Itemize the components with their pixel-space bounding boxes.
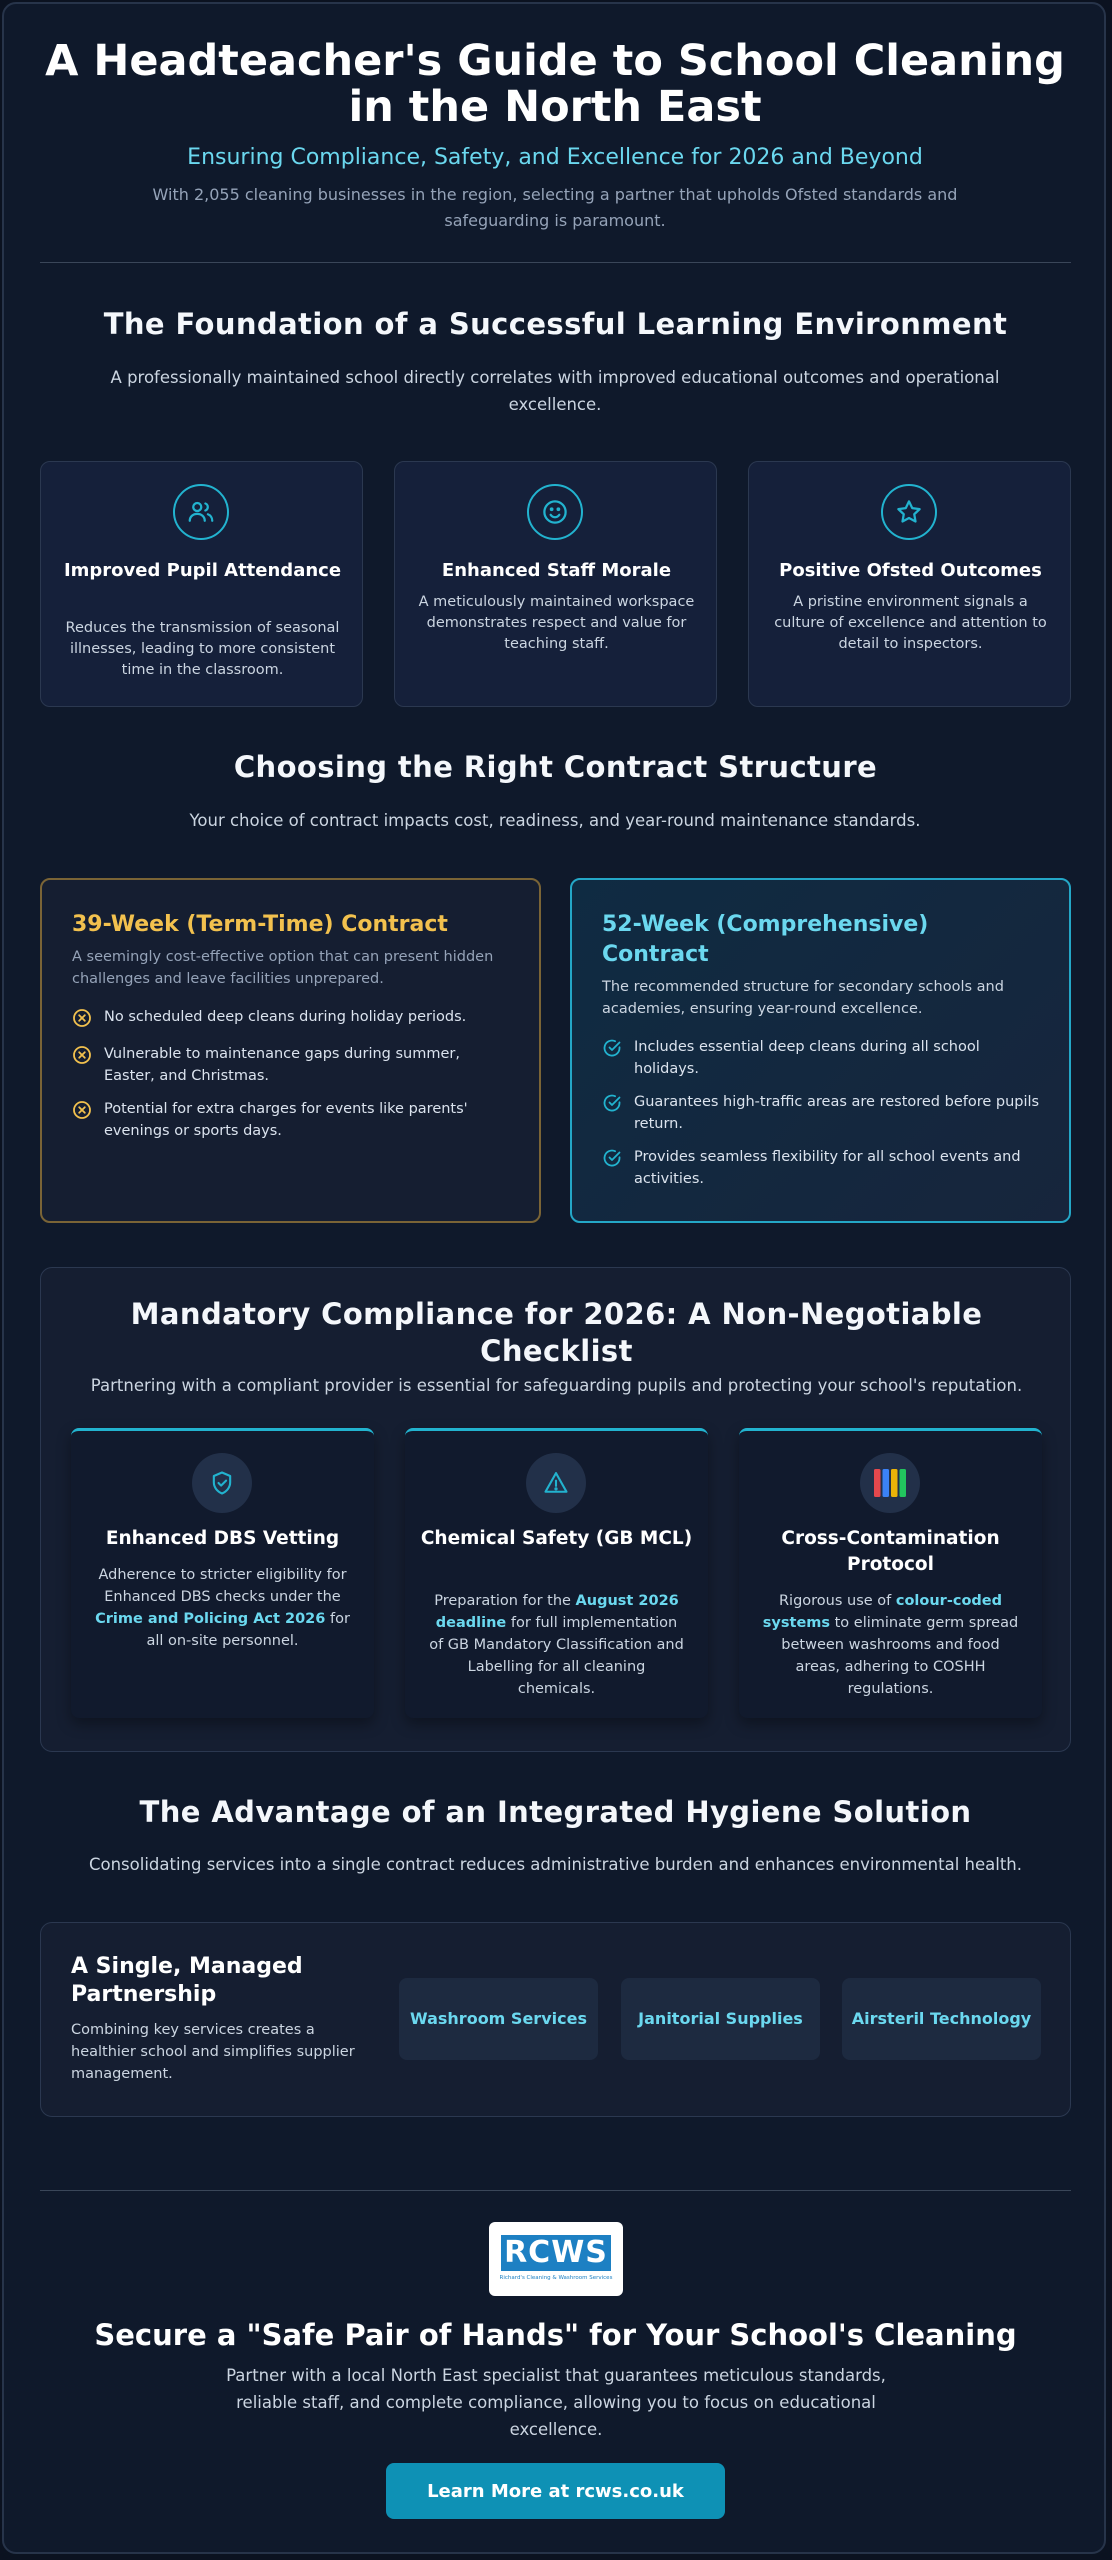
- benefit-title: Positive Ofsted Outcomes: [779, 560, 1042, 581]
- compliance-card-chemical: Chemical Safety (GB MCL) Preparation for…: [405, 1428, 708, 1718]
- benefit-title: Enhanced Staff Morale: [441, 560, 672, 581]
- benefit-title: Improved Pupil Attendance: [63, 560, 342, 581]
- service-janitorial: Janitorial Supplies: [621, 1978, 820, 2060]
- compliance-card-title: Enhanced DBS Vetting: [105, 1528, 340, 1549]
- compliance-card-text: Rigorous use of colour-coded systems to …: [762, 1593, 1019, 1697]
- comprehensive-point: Includes essential deep cleans during al…: [602, 1036, 1042, 1080]
- logo-tagline: Richard's Cleaning & Washroom Services: [499, 2275, 613, 2281]
- users-icon: [173, 484, 229, 540]
- star-icon: [881, 484, 937, 540]
- x-circle-icon: [73, 1101, 91, 1119]
- benefit-text: A pristine environment signals a culture…: [774, 594, 1047, 652]
- comprehensive-point: Provides seamless flexibility for all sc…: [602, 1146, 1042, 1190]
- compliance-card-text: Preparation for the August 2026 deadline…: [429, 1593, 684, 1697]
- comprehensive-point-text: Includes essential deep cleans during al…: [634, 1039, 980, 1077]
- partnership-text: Combining key services creates a healthi…: [71, 2022, 355, 2082]
- compliance-card-text: Adherence to stricter eligibility for En…: [95, 1567, 350, 1649]
- term-time-point-text: No scheduled deep cleans during holiday …: [104, 1009, 467, 1025]
- colour-code-bar: [899, 1469, 906, 1497]
- header-divider: [40, 262, 1071, 263]
- benefit-card-ofsted: Positive Ofsted Outcomes A pristine envi…: [748, 461, 1071, 707]
- comprehensive-point-text: Guarantees high-traffic areas are restor…: [634, 1094, 1040, 1132]
- colour-code-bar: [882, 1469, 889, 1497]
- foundation-text: A professionally maintained school direc…: [110, 368, 1000, 414]
- compliance-card-title: Chemical Safety (GB MCL): [420, 1528, 693, 1549]
- check-circle-icon: [603, 1039, 621, 1057]
- contracts-title: Choosing the Right Contract Structure: [233, 750, 878, 784]
- term-time-point: Vulnerable to maintenance gaps during su…: [72, 1043, 512, 1087]
- benefit-card-attendance: Improved Pupil Attendance Reduces the tr…: [40, 461, 363, 707]
- colour-code-bar: [891, 1469, 898, 1497]
- compliance-card-dbs: Enhanced DBS Vetting Adherence to strict…: [71, 1428, 374, 1718]
- comprehensive-point: Guarantees high-traffic areas are restor…: [602, 1091, 1042, 1135]
- page-intro: With 2,055 cleaning businesses in the re…: [152, 185, 958, 230]
- compliance-panel: Mandatory Compliance for 2026: A Non-Neg…: [40, 1267, 1071, 1752]
- shield-check-icon: [192, 1453, 252, 1513]
- compliance-text: Partnering with a compliant provider is …: [90, 1376, 1023, 1395]
- integrated-title: The Advantage of an Integrated Hygiene S…: [139, 1795, 972, 1829]
- term-time-point: Potential for extra charges for events l…: [72, 1098, 512, 1142]
- warning-triangle-icon: [526, 1453, 586, 1513]
- colour-code-bar: [874, 1469, 881, 1497]
- comprehensive-point-text: Provides seamless flexibility for all sc…: [634, 1149, 1021, 1187]
- check-circle-icon: [603, 1149, 621, 1167]
- colour-code-icon: [860, 1453, 920, 1513]
- partnership-panel: A Single, Managed Partnership Combining …: [40, 1922, 1071, 2117]
- smile-icon: [527, 484, 583, 540]
- comprehensive-desc: The recommended structure for secondary …: [602, 979, 1004, 1017]
- benefit-text: A meticulously maintained workspace demo…: [418, 594, 695, 652]
- compliance-card-contamination: Cross-Contamination Protocol Rigorous us…: [739, 1428, 1042, 1718]
- logo-wordmark: RCWS: [501, 2235, 611, 2271]
- compliance-title: Mandatory Compliance for 2026: A Non-Neg…: [130, 1297, 983, 1368]
- x-circle-icon: [73, 1046, 91, 1064]
- term-time-point: No scheduled deep cleans during holiday …: [72, 1006, 512, 1028]
- footer-title: Secure a "Safe Pair of Hands" for Your S…: [94, 2318, 1017, 2352]
- contracts-text: Your choice of contract impacts cost, re…: [189, 811, 921, 830]
- service-airsteril: Airsteril Technology: [842, 1978, 1041, 2060]
- learn-more-button[interactable]: Learn More at rcws.co.uk: [386, 2463, 725, 2519]
- page-title: A Headteacher's Guide to School Cleaning…: [45, 36, 1065, 132]
- compliance-card-title: Cross-Contamination Protocol: [781, 1528, 1000, 1575]
- x-circle-icon: [73, 1009, 91, 1027]
- term-time-title: 39-Week (Term-Time) Contract: [72, 912, 448, 937]
- benefit-card-morale: Enhanced Staff Morale A meticulously mai…: [394, 461, 717, 707]
- check-circle-icon: [603, 1094, 621, 1112]
- footer-text: Partner with a local North East speciali…: [226, 2366, 886, 2439]
- rcws-logo: RCWS Richard's Cleaning & Washroom Servi…: [489, 2222, 623, 2296]
- term-time-desc: A seemingly cost-effective option that c…: [72, 949, 494, 987]
- partnership-title: A Single, Managed Partnership: [71, 1954, 303, 2007]
- term-time-point-text: Vulnerable to maintenance gaps during su…: [104, 1046, 460, 1084]
- comprehensive-title: 52-Week (Comprehensive) Contract: [602, 912, 929, 967]
- term-time-point-text: Potential for extra charges for events l…: [104, 1101, 468, 1139]
- service-washroom: Washroom Services: [399, 1978, 598, 2060]
- term-time-contract-card: 39-Week (Term-Time) Contract A seemingly…: [40, 878, 541, 1223]
- benefit-text: Reduces the transmission of seasonal ill…: [65, 620, 340, 678]
- comprehensive-contract-card: 52-Week (Comprehensive) Contract The rec…: [570, 878, 1071, 1223]
- page-subtitle: Ensuring Compliance, Safety, and Excelle…: [187, 145, 923, 170]
- integrated-text: Consolidating services into a single con…: [88, 1855, 1023, 1874]
- footer-divider: [40, 2190, 1071, 2191]
- foundation-title: The Foundation of a Successful Learning …: [103, 307, 1008, 341]
